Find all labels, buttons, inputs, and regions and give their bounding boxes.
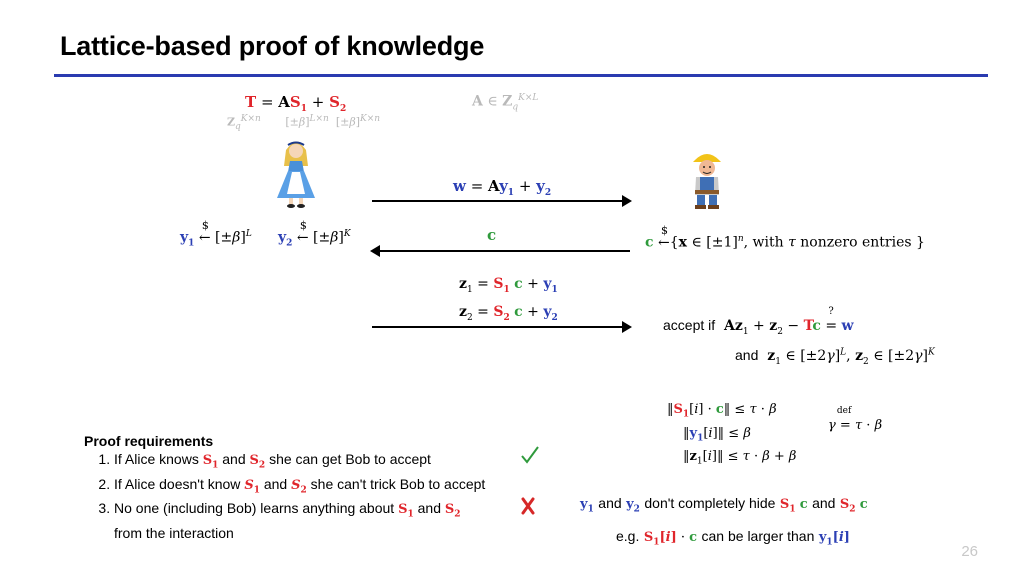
title-underline	[54, 74, 988, 77]
y1-sample: y1 ←$ [±β]L	[180, 218, 252, 249]
alice-figure-icon	[273, 136, 319, 208]
key-equation: T = AS1 + S2	[245, 93, 347, 114]
key-domains: ZqK×n [±β]L×n [±β]K×n	[227, 114, 381, 132]
cross-mark-icon	[520, 497, 536, 520]
hiding-note: y1 and y2 don't completely hide S1 c and…	[580, 495, 868, 515]
requirement-1: If Alice knows S1 and S2 she can get Bob…	[114, 450, 524, 475]
gamma-definition: γ =def τ · β	[828, 406, 883, 433]
accept-condition: accept if Az1 + z2 − Tc =? w	[663, 306, 854, 337]
bound-s1c: ‖S1[i] · c‖ ≤ τ · β	[667, 402, 777, 420]
norm-condition: and z1 ∈ [±2γ]L, z2 ∈ [±2γ]K	[735, 347, 935, 367]
message-c: c	[487, 226, 497, 244]
response-z2: z2 = S2 c + y2	[459, 304, 558, 323]
message-w: w = Ay1 + y2	[453, 177, 552, 198]
bob-builder-figure-icon	[688, 148, 726, 210]
requirements-heading: Proof requirements	[84, 433, 214, 449]
proof-requirements: Proof requirements If Alice knows S1 and…	[84, 432, 524, 542]
page-number: 26	[961, 543, 978, 560]
example-note: e.g. S1[i] · c can be larger than y1[i]	[616, 528, 850, 548]
arrow-bob-to-alice	[370, 245, 630, 257]
arrow-alice-to-bob-1	[372, 195, 632, 207]
bound-y1: ‖y1[i]‖ ≤ β	[683, 426, 751, 444]
y2-sample: y2 ←$ [±β]K	[278, 218, 351, 249]
bound-z1: ‖z1[i]‖ ≤ τ · β + β	[683, 449, 797, 467]
requirement-3: No one (including Bob) learns anything a…	[114, 499, 524, 542]
challenge-sample: c ←${x ∈ [±1]n, with τ nonzero entries }	[645, 223, 925, 251]
matrix-domain: A ∈ ZqK×L	[472, 93, 539, 113]
arrow-alice-to-bob-2	[372, 321, 632, 333]
response-z1: z1 = S1 c + y1	[459, 276, 558, 295]
requirement-2: If Alice doesn't know S1 and S2 she can'…	[114, 475, 524, 500]
check-mark-icon	[520, 445, 540, 470]
slide-title: Lattice-based proof of knowledge	[60, 31, 485, 61]
